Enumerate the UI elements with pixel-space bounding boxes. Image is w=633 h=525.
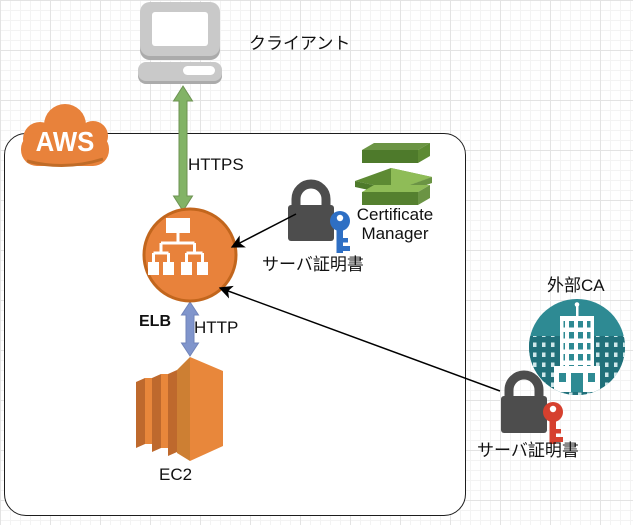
red-key [543,402,563,444]
laptop-icon[interactable] [138,2,222,84]
acm-cert-to-elb-arrow[interactable] [230,213,297,248]
padlock-blue-key-icon[interactable] [288,179,350,253]
elb-label: ELB [139,313,171,330]
certificate-manager-label: Certificate Manager [356,205,434,243]
http-label: HTTP [194,318,239,337]
https-label: HTTPS [188,155,244,174]
ec2-label: EC2 [159,465,193,484]
elb-icon[interactable] [142,207,238,303]
blue-key [330,211,350,253]
padlock-red-key-icon[interactable] [501,370,563,444]
client-label: クライアント [249,34,351,53]
ec2-icon[interactable] [136,357,223,461]
aws-cloud-label: AWS [35,126,95,157]
https-arrow[interactable] [172,85,194,212]
aws-cloud-icon[interactable] [21,104,109,168]
certificate-manager-icon[interactable] [355,143,432,205]
office-building-icon[interactable] [529,299,626,395]
acm-server-cert-label: サーバ証明書 [262,255,364,274]
external-ca-label: 外部CA [547,276,605,295]
external-cert-to-elb-arrow[interactable] [218,285,501,392]
http-arrow[interactable] [180,301,200,357]
external-server-cert-label: サーバ証明書 [477,441,579,460]
